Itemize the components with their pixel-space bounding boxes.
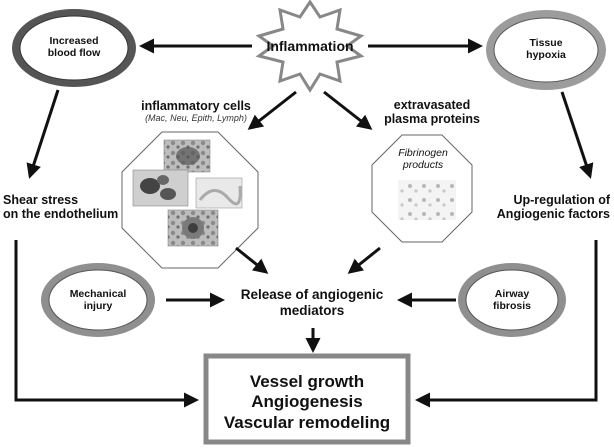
blood-flow-line-2: blood flow — [47, 47, 101, 60]
upregulation-line-2: Angiogenic factors — [496, 207, 610, 222]
upregulation-line-1: Up-regulation of — [513, 193, 610, 207]
airway-fibrosis-label: Airway fibrosis — [472, 288, 552, 312]
outcome-vessel-growth: Vessel growth — [249, 372, 365, 391]
release-line-2: mediators — [279, 302, 345, 318]
arrow-cells-to-release — [235, 246, 269, 274]
inflammatory-cells-sub: (Mac, Neu, Epith, Lymph) — [145, 113, 247, 124]
fibrosis-line-2: fibrosis — [493, 300, 531, 313]
outcome-angiogenesis: Angiogenesis — [251, 392, 363, 412]
arrow-inflammation-to-cells — [247, 90, 297, 130]
shear-line-2: on the endothelium — [3, 207, 119, 222]
fibrinogen-line-1: Fibrinogen — [398, 147, 448, 159]
inflammatory-cells-octagon — [121, 131, 259, 269]
tissue-hypoxia-label: Tissue hypoxia — [506, 37, 586, 61]
outcome-vascular-remodeling: Vascular remodeling — [223, 412, 391, 432]
arrow-hypoxia-to-upregulation — [560, 91, 594, 179]
mechanical-injury-label: Mechanical injury — [58, 288, 138, 312]
arrow-blood-flow-to-shear — [26, 89, 60, 179]
blood-flow-line-1: Increased — [49, 35, 99, 47]
increased-blood-flow-label: Increased blood flow — [34, 35, 114, 59]
shear-stress-label: Shear stress on the endothelium — [3, 193, 143, 222]
inflammation-label: Inflammation — [255, 38, 365, 54]
hypoxia-line-2: hypoxia — [526, 49, 566, 62]
arrow-shear-to-final — [14, 240, 199, 408]
mechanical-line-2: injury — [83, 300, 113, 313]
mechanical-line-1: Mechanical — [69, 288, 127, 300]
arrow-inflammation-to-plasma — [323, 90, 373, 130]
inflammation-star — [255, 0, 365, 93]
shear-line-1: Shear stress — [3, 193, 79, 207]
fibrinogen-micrograph — [398, 180, 456, 220]
plasma-line-2: plasma proteins — [384, 112, 480, 127]
plasma-proteins-label: extravasated plasma proteins — [372, 98, 492, 127]
release-mediators-label: Release of angiogenic mediators — [226, 287, 398, 318]
inflammatory-cells-label: inflammatory cells (Mac, Neu, Epith, Lym… — [116, 99, 276, 124]
release-line-1: Release of angiogenic — [240, 287, 384, 302]
fibrinogen-label: Fibrinogen products — [392, 147, 454, 171]
final-outcome-box — [203, 353, 411, 445]
fibrinogen-line-2: products — [402, 159, 444, 172]
hypoxia-line-1: Tissue — [529, 37, 563, 49]
up-regulation-label: Up-regulation of Angiogenic factors — [470, 193, 610, 222]
inflammation-text: Inflammation — [266, 38, 354, 54]
arrow-fibrinogen-to-release — [347, 246, 381, 274]
arrow-upregulation-to-final — [415, 240, 598, 408]
inflammatory-cells-text: inflammatory cells — [141, 99, 251, 113]
final-outcomes-label: Vessel growth Angiogenesis Vascular remo… — [210, 372, 404, 433]
fibrosis-line-1: Airway — [494, 288, 530, 300]
plasma-line-1: extravasated — [393, 98, 471, 112]
